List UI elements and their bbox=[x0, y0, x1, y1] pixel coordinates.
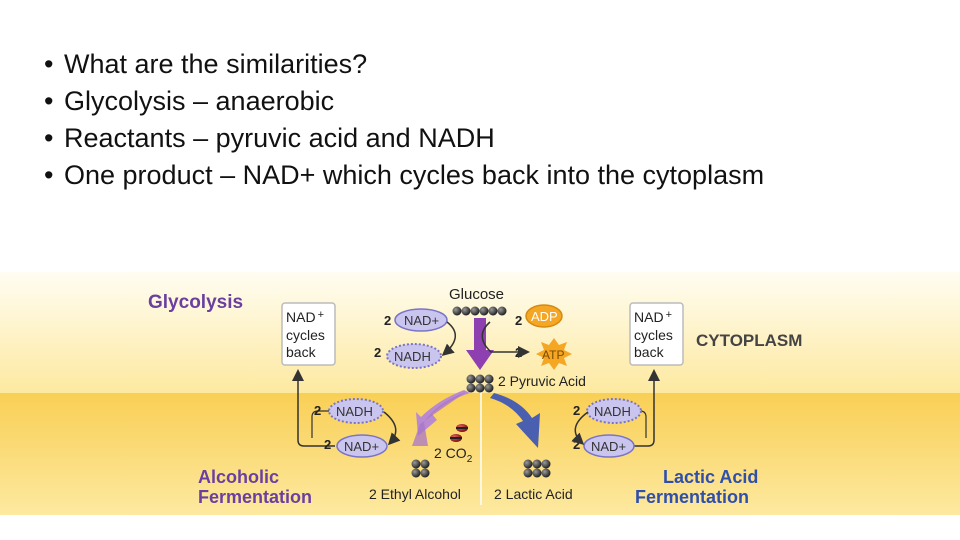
svg-text:NAD+: NAD+ bbox=[286, 309, 324, 325]
left-nad-plus-label: NAD+ bbox=[344, 439, 379, 454]
recycle-box-title: NAD bbox=[634, 309, 664, 325]
bullet-dot: • bbox=[44, 160, 54, 190]
bullet-text: One product – NAD+ which cycles back int… bbox=[64, 160, 765, 190]
recycle-box-title: NAD bbox=[286, 309, 316, 325]
alcoholic-arrow bbox=[416, 390, 470, 436]
right-nadh-coefficient: 2 bbox=[573, 403, 580, 418]
recycle-box-line2: cycles bbox=[286, 327, 325, 343]
adp-to-atp-arrow bbox=[481, 321, 530, 358]
nadh-badge: NADH bbox=[386, 343, 442, 369]
nadh-label: NADH bbox=[394, 349, 431, 364]
alcoholic-arrow-shaft bbox=[412, 392, 466, 446]
ethyl-alcohol-molecules bbox=[411, 459, 430, 478]
glucose-molecule bbox=[452, 306, 507, 316]
nad-plus-label: NAD+ bbox=[404, 313, 439, 328]
svg-text:NAD+: NAD+ bbox=[634, 309, 672, 325]
glucose-label: Glucose bbox=[449, 286, 504, 303]
recycle-box-line3: back bbox=[286, 344, 317, 360]
atp-badge: ATP bbox=[536, 338, 572, 370]
lactic-title-line2: Fermentation bbox=[635, 487, 749, 507]
right-nad-plus-label: NAD+ bbox=[591, 439, 626, 454]
recycle-box-line3: back bbox=[634, 344, 665, 360]
co2-molecules bbox=[450, 424, 468, 442]
recycle-box-line2: cycles bbox=[634, 327, 673, 343]
nad-plus-badge: NAD+ bbox=[394, 308, 448, 332]
bullet-list: • What are the similarities? • Glycolysis … bbox=[42, 46, 802, 194]
lactic-acid-molecules bbox=[523, 459, 551, 478]
alcoholic-title-line1: Alcoholic bbox=[198, 467, 279, 487]
right-nadh-badge: NADH bbox=[586, 398, 642, 424]
left-nad-plus-badge: NAD+ bbox=[336, 434, 388, 458]
nad-to-nadh-arrow bbox=[441, 321, 456, 356]
adp-badge: ADP bbox=[525, 304, 563, 328]
atp-label: ATP bbox=[542, 348, 564, 362]
left-nadh-coefficient: 2 bbox=[314, 403, 321, 418]
nadh-coefficient: 2 bbox=[374, 345, 381, 360]
right-nadh-to-nad-arrow bbox=[571, 411, 589, 446]
glycolysis-arrow bbox=[466, 318, 494, 370]
bullet-dot: • bbox=[44, 49, 54, 79]
left-nadh-badge: NADH bbox=[328, 398, 384, 424]
recycle-box-right: NAD+ cycles back bbox=[629, 302, 684, 366]
lactic-title-line1: Lactic Acid bbox=[663, 467, 758, 487]
left-nadh-label: NADH bbox=[336, 404, 373, 419]
recycle-arrow-right bbox=[632, 369, 660, 447]
ethyl-alcohol-label: 2 Ethyl Alcohol bbox=[369, 486, 461, 502]
right-nadh-label: NADH bbox=[594, 404, 631, 419]
co2-subscript: 2 bbox=[467, 454, 473, 465]
right-nad-plus-badge: NAD+ bbox=[583, 434, 635, 458]
co2-label: 2 CO2 bbox=[434, 445, 473, 465]
cytoplasm-title: CYTOPLASM bbox=[696, 331, 802, 350]
lactic-arrow bbox=[490, 393, 540, 448]
nad-coefficient: 2 bbox=[384, 313, 391, 328]
recycle-box-sup: + bbox=[666, 309, 672, 321]
recycle-box-sup: + bbox=[318, 309, 324, 321]
left-nadh-to-nad-arrow bbox=[383, 411, 401, 446]
bullet-item: • What are the similarities? bbox=[42, 46, 802, 83]
pyruvic-acid-label: 2 Pyruvic Acid bbox=[498, 373, 586, 389]
bullet-dot: • bbox=[44, 123, 54, 153]
bullet-dot: • bbox=[44, 86, 54, 116]
glycolysis-title: Glycolysis bbox=[148, 292, 243, 313]
recycle-box-left: NAD+ cycles back bbox=[281, 302, 336, 366]
bullet-text: Glycolysis – anaerobic bbox=[64, 86, 335, 116]
alcoholic-title-line2: Fermentation bbox=[198, 487, 312, 507]
recycle-arrow-left bbox=[292, 369, 335, 447]
bullet-item: • Glycolysis – anaerobic bbox=[42, 83, 802, 120]
bullet-item: • Reactants – pyruvic acid and NADH bbox=[42, 120, 802, 157]
left-nad-coefficient: 2 bbox=[324, 437, 331, 452]
bullet-text: What are the similarities? bbox=[64, 49, 368, 79]
bullet-text: Reactants – pyruvic acid and NADH bbox=[64, 123, 495, 153]
nadh-feed-left bbox=[311, 410, 330, 438]
co2-text: 2 CO bbox=[434, 445, 467, 461]
adp-coefficient: 2 bbox=[515, 313, 522, 328]
lactic-acid-label: 2 Lactic Acid bbox=[494, 486, 573, 502]
adp-label: ADP bbox=[531, 309, 558, 324]
pyruvic-acid-molecules bbox=[466, 374, 494, 393]
bullet-item: • One product – NAD+ which cycles back in… bbox=[42, 157, 802, 194]
mitochondria-band bbox=[0, 393, 960, 515]
